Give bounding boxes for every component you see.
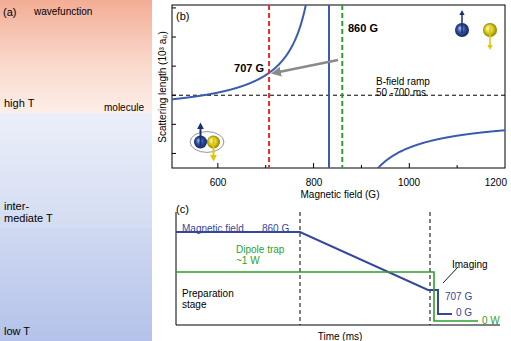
x-tick	[265, 165, 266, 168]
label-holder: 800	[306, 172, 323, 190]
y-tick	[172, 124, 176, 125]
spin-arrow	[461, 14, 463, 33]
label-holder: 1000	[398, 172, 420, 190]
x-tick	[217, 163, 218, 168]
figure-label: (c)	[176, 203, 189, 215]
y-tick	[172, 66, 176, 67]
label-holder: Time (ms)	[318, 326, 363, 341]
band-label: inter- mediate T	[4, 200, 56, 225]
label-holder: 707 G	[445, 286, 472, 304]
label-holder: 860 G	[262, 218, 289, 236]
figure-label: 707 G	[233, 62, 265, 74]
figure-label: 800	[306, 177, 323, 188]
figure-label: 860 G	[347, 22, 379, 34]
scattering-curve	[172, 5, 329, 99]
figure-label: 1000	[398, 177, 420, 188]
stage-divider	[430, 212, 431, 325]
molecule-shell	[190, 132, 224, 153]
resonance-line	[328, 5, 330, 168]
figure-label: Dipole trap ~1 W	[236, 244, 294, 266]
x-tick	[457, 165, 458, 168]
label-holder: 860 G	[347, 18, 379, 36]
zero-line	[172, 95, 505, 96]
label-holder: Preparation stage	[182, 288, 242, 310]
label-holder: Magnetic field	[182, 218, 244, 236]
figure-label: Magnetic field	[182, 223, 244, 234]
label-holder: B-field ramp 50 -700 ms	[376, 76, 440, 98]
figure-label: 1200	[485, 177, 507, 188]
field-sequence	[176, 232, 452, 314]
label-holder: 600	[210, 172, 227, 190]
temperature-band: inter- mediate T	[0, 113, 152, 228]
figure-label: 600	[210, 177, 227, 188]
y-tick	[172, 7, 176, 8]
x-tick	[313, 163, 314, 168]
figure-label: Imaging	[452, 259, 488, 270]
label-holder: Scattering length (10³ a₀)	[152, 31, 170, 142]
plot-frame	[172, 5, 505, 168]
spin-arrowhead	[210, 155, 217, 162]
trap-sequence	[176, 272, 478, 321]
spin-arrowhead	[487, 45, 492, 50]
figure-label: 707 G	[445, 291, 472, 302]
figure-label: Time (ms)	[318, 331, 363, 341]
figure-label: Scattering length (10³ a₀)	[157, 31, 168, 142]
band-label: low T	[4, 325, 144, 338]
stage-divider	[300, 212, 301, 325]
figure-label: 0 W	[482, 315, 500, 326]
y-tick	[172, 153, 176, 154]
spin-arrow	[200, 128, 202, 146]
figure-label: (b)	[176, 10, 189, 22]
figure-label: 0 G	[456, 307, 472, 318]
time-axis	[176, 325, 500, 326]
figure-label: B-field ramp 50 -700 ms	[376, 76, 440, 98]
label-holder: 0 W	[482, 310, 500, 328]
spin-arrowhead	[459, 10, 464, 15]
value-axis	[176, 212, 177, 325]
label-holder: 707 G	[233, 58, 265, 76]
temperature-band: low T	[0, 228, 152, 341]
x-tick	[409, 163, 410, 168]
label-holder: 1200	[485, 172, 507, 190]
figure-label: Magnetic field (G)	[301, 189, 380, 200]
x-tick	[361, 165, 362, 168]
figure-label: wavefunction	[34, 6, 92, 17]
label-holder: 0 G	[456, 302, 472, 320]
plot-area	[172, 5, 505, 168]
y-tick	[172, 37, 176, 38]
field-marker-707	[268, 5, 270, 168]
label-holder: Imaging	[452, 254, 488, 272]
label-holder: (b)	[176, 6, 189, 24]
figure-label: (a)	[3, 6, 16, 18]
label-holder: (c)	[176, 199, 189, 217]
molecule-symbol	[190, 123, 224, 162]
label-holder: (a)	[3, 2, 16, 20]
label-holder: wavefunction	[34, 1, 92, 19]
free-atoms-symbol	[455, 10, 497, 50]
figure-label: 860 G	[262, 223, 289, 234]
ramp-arrow	[274, 60, 338, 73]
field-marker-860	[341, 5, 343, 168]
figure-label: molecule	[104, 102, 144, 113]
label-holder: Dipole trap ~1 W	[236, 244, 294, 266]
figure-label: Preparation stage	[182, 288, 242, 310]
label-holder: molecule	[104, 97, 144, 115]
scattering-curve	[329, 130, 505, 168]
y-tick	[172, 95, 176, 96]
label-holder: Magnetic field (G)	[301, 184, 380, 202]
spin-arrow	[489, 27, 491, 46]
spin-arrowhead	[197, 123, 204, 130]
spin-arrow	[213, 138, 215, 156]
